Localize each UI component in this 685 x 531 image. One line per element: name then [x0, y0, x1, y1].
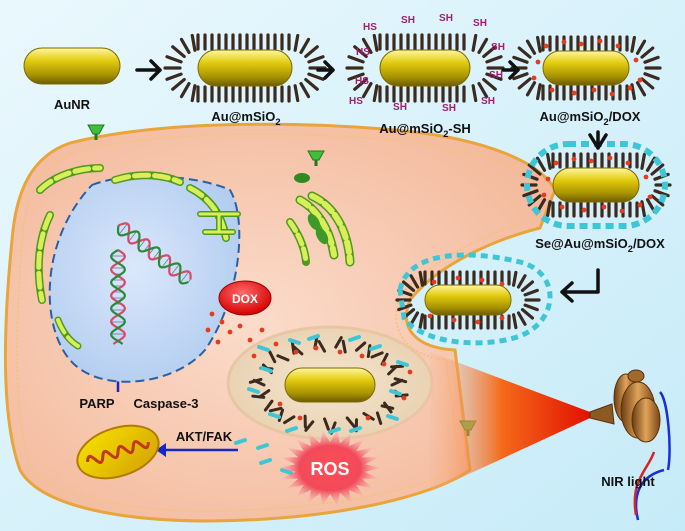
au-msio2-sh-rod: [345, 33, 505, 103]
label-nir-light: NIR light: [601, 474, 655, 489]
thiol-label: HS: [349, 96, 363, 107]
nucleus: [48, 175, 241, 383]
nir-beam: [430, 352, 590, 492]
label-parp: PARP: [79, 396, 114, 411]
thiol-label: SH: [442, 103, 456, 114]
dox-molecules: [427, 275, 505, 325]
thiol-label: SH: [401, 15, 415, 26]
label-au-msio2-dox: Au@mSiO2/DOX: [540, 109, 641, 127]
gold-core: [197, 49, 293, 87]
gold-core: [542, 50, 630, 86]
dox-molecules: [541, 155, 653, 214]
gold-core: [552, 167, 640, 203]
arrow-shell-to-sh: [316, 60, 335, 80]
thiol-label: SH: [481, 96, 495, 107]
au-msio2-dox-rod: [510, 35, 662, 101]
label-aunr: AuNR: [54, 97, 91, 112]
thiol-label: HS: [363, 22, 377, 33]
label-ros: ROS: [310, 459, 349, 479]
gold-core: [23, 47, 121, 85]
aunr-rod: [23, 47, 121, 85]
thiol-groups: HS HS HS HS SH SH SH SH SH SH SH SH: [349, 13, 505, 114]
dna-helix-diagonal: [116, 222, 192, 285]
au-msio2-rod: [163, 33, 327, 103]
thiol-label: HS: [356, 47, 370, 58]
dna: [109, 222, 192, 345]
dna-helix: [109, 249, 127, 345]
thiol-label: SH: [393, 102, 407, 113]
nir-lamp: [589, 369, 671, 521]
mesoporous-silica-shell: [163, 33, 327, 103]
label-au-msio2-sh: Au@mSiO2-SH: [379, 121, 471, 139]
mitochondrion: [76, 424, 160, 480]
arrow-sh-to-dox: [501, 60, 520, 80]
dox-badge: [218, 280, 272, 316]
gold-core: [284, 367, 376, 403]
gold-core: [379, 49, 471, 87]
released-gold-rod: [284, 367, 376, 403]
gold-core: [424, 284, 512, 316]
selenium-coating: [397, 252, 553, 346]
thiol-label: SH: [439, 13, 453, 24]
label-se-au-msio2-dox: Se@Au@mSiO2/DOX: [535, 236, 665, 254]
thiol-label: SH: [491, 42, 505, 53]
arrow-aunr-to-shell: [135, 59, 162, 81]
released-dox-dots: [205, 311, 413, 421]
thiol-label: SH: [473, 18, 487, 29]
selenium-fragments: [234, 334, 409, 475]
label-akt-fak: AKT/FAK: [176, 429, 233, 444]
label-au-msio2: Au@mSiO2: [211, 109, 280, 127]
thiol-label: SH: [489, 70, 503, 81]
ros-burst: [278, 430, 382, 506]
arrow-dox-to-se: [588, 130, 608, 150]
mesoporous-silica-shell: [345, 33, 505, 103]
arrow-se-to-cell: [560, 268, 600, 303]
akt-fak-arrowhead: [156, 443, 166, 457]
dox-molecules: [531, 38, 643, 97]
thiol-label: HS: [355, 76, 369, 87]
label-dox: DOX: [232, 292, 258, 306]
organelles: [34, 164, 355, 350]
label-caspase3: Caspase-3: [133, 396, 198, 411]
